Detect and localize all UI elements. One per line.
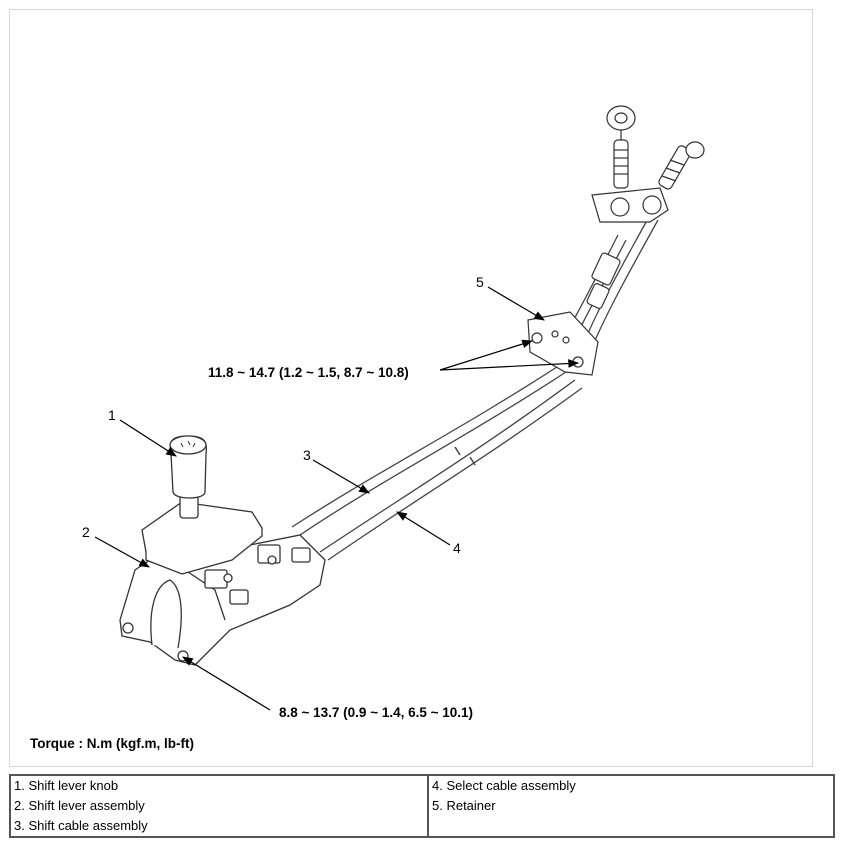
callout-3: 3 xyxy=(303,447,311,463)
callout-5-arrow xyxy=(487,286,545,321)
callout-4: 4 xyxy=(453,540,461,556)
callout-4-arrow xyxy=(396,511,451,546)
torque-base-label: 8.8 ~ 13.7 (0.9 ~ 1.4, 6.5 ~ 10.1) xyxy=(279,705,473,720)
torque-retainer-arrow-bottom xyxy=(439,359,580,371)
callout-3-arrow xyxy=(312,459,370,494)
callout-2-arrow xyxy=(94,536,150,568)
figure-frame xyxy=(9,9,813,767)
cable-end-fittings xyxy=(586,105,705,309)
callout-2: 2 xyxy=(82,524,90,540)
legend-item: 3. Shift cable assembly xyxy=(14,818,148,833)
parts-legend-table: 1. Shift lever knob 2. Shift lever assem… xyxy=(9,774,835,838)
shift-cable xyxy=(291,364,567,536)
legend-item: 1. Shift lever knob xyxy=(14,778,119,793)
cable-sleeve-marks xyxy=(454,446,476,466)
legend-right-column: 4. Select cable assembly 5. Retainer xyxy=(427,774,835,838)
torque-base-arrow xyxy=(182,656,271,711)
callout-1-arrow xyxy=(119,419,177,457)
leader-arrows xyxy=(94,286,580,711)
legend-item: 5. Retainer xyxy=(432,798,496,813)
callout-5: 5 xyxy=(476,274,484,290)
shift-lever-diagram: 1 2 3 4 5 11.8 ~ 14.7 (1.2 ~ 1.5, 8.7 ~ … xyxy=(30,105,705,751)
torque-retainer-label: 11.8 ~ 14.7 (1.2 ~ 1.5, 8.7 ~ 10.8) xyxy=(208,365,409,380)
legend-item: 2. Shift lever assembly xyxy=(14,798,145,813)
torque-units-label: Torque : N.m (kgf.m, lb-ft) xyxy=(30,736,194,751)
shift-lever-knob xyxy=(169,435,208,519)
select-cable xyxy=(319,379,583,561)
torque-retainer-arrow-top xyxy=(439,339,534,371)
callout-1: 1 xyxy=(108,407,116,423)
legend-item: 4. Select cable assembly xyxy=(432,778,576,793)
legend-left-column: 1. Shift lever knob 2. Shift lever assem… xyxy=(9,774,429,838)
